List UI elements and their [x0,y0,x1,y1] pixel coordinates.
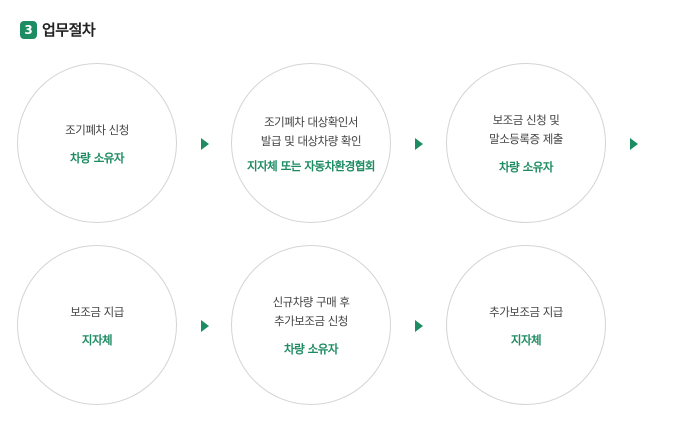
arrow-right-icon [415,138,423,150]
step-actor: 차량 소유자 [499,160,553,174]
step-actor: 차량 소유자 [70,150,124,165]
step-description: 조기폐차 신청 [65,122,129,137]
section-title: 업무절차 [42,21,96,39]
step-description: 보조금 신청 및 말소등록증 제출 [489,113,563,146]
section-header: 3 업무절차 [20,19,96,40]
step-description: 추가보조금 지급 [489,304,563,319]
arrow-right-icon [201,138,209,150]
step-actor: 지자체 [81,332,113,347]
step-number-badge: 3 [20,20,37,39]
step-description: 조기폐차 대상확인서 발급 및 대상차량 확인 [260,114,362,148]
arrow-right-icon [201,320,209,332]
arrow-right-icon [630,138,638,150]
step-description: 보조금 지급 [70,304,124,319]
step-actor: 지자체 또는 자동차환경협회 [247,158,375,173]
process-step-3: 보조금 신청 및 말소등록증 제출 차량 소유자 [446,63,606,223]
process-step-4: 보조금 지급 지자체 [17,245,177,405]
process-step-5: 신규차량 구매 후 추가보조금 신청 차량 소유자 [231,245,391,405]
process-step-2: 조기폐차 대상확인서 발급 및 대상차량 확인 지자체 또는 자동차환경협회 [231,63,391,223]
step-actor: 차량 소유자 [284,342,338,356]
process-step-1: 조기폐차 신청 차량 소유자 [17,63,177,223]
arrow-right-icon [415,320,423,332]
step-actor: 지자체 [510,332,542,347]
step-description: 신규차량 구매 후 추가보조금 신청 [272,295,350,328]
process-step-6: 추가보조금 지급 지자체 [446,245,606,405]
